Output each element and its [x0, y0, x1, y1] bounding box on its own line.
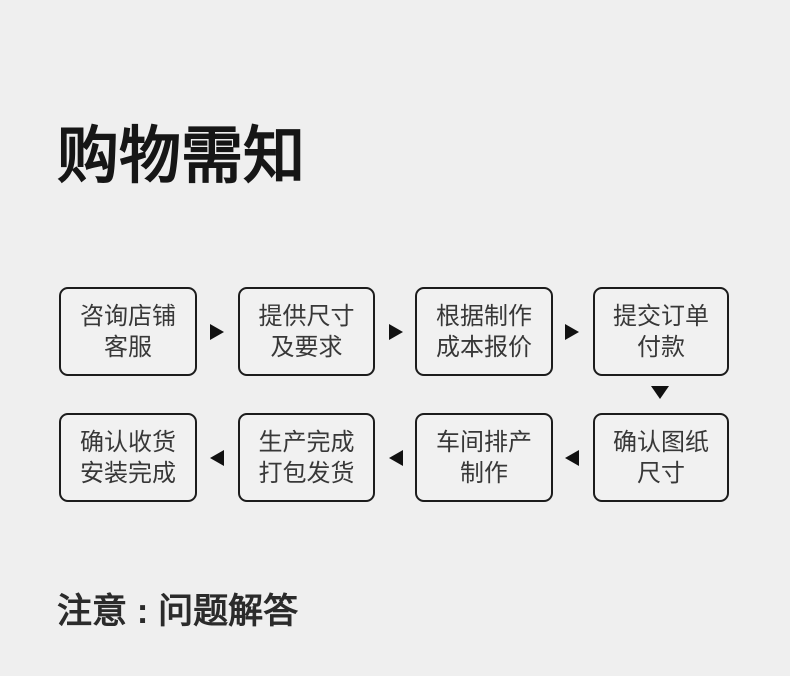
flow-step-text: 提交订单 付款	[613, 301, 709, 363]
flow-step-line1: 车间排产	[436, 428, 532, 456]
flow-step-line1: 咨询店铺	[80, 302, 176, 330]
arrow-left-icon	[210, 450, 224, 466]
flow-step-line2: 及要求	[270, 333, 343, 361]
flow-step-line2: 付款	[637, 333, 685, 361]
flow-step-receive-install: 确认收货 安装完成	[59, 413, 197, 502]
flow-step-text: 提供尺寸 及要求	[259, 301, 355, 363]
flow-step-workshop-produce: 车间排产 制作	[415, 413, 553, 502]
flow-step-text: 确认图纸 尺寸	[613, 427, 709, 489]
flow-step-consult: 咨询店铺 客服	[59, 287, 197, 376]
flow-step-line1: 生产完成	[258, 428, 355, 456]
flow-step-pack-ship: 生产完成 打包发货	[238, 413, 375, 502]
flow-step-text: 车间排产 制作	[436, 427, 532, 489]
flow-step-line1: 提交订单	[613, 302, 709, 330]
flow-step-line2: 安装完成	[80, 459, 176, 487]
flow-step-line1: 确认图纸	[613, 428, 709, 456]
flow-step-confirm-drawing: 确认图纸 尺寸	[593, 413, 729, 502]
flow-step-line2: 客服	[104, 333, 152, 361]
flow-step-line2: 打包发货	[258, 459, 355, 487]
note-text: 注意 : 问题解答	[57, 592, 299, 631]
flow-step-line2: 尺寸	[637, 459, 685, 487]
flow-step-provide-size: 提供尺寸 及要求	[238, 287, 375, 376]
flow-step-line1: 提供尺寸	[258, 302, 355, 330]
flow-step-line1: 确认收货	[80, 428, 176, 456]
flow-step-quote: 根据制作 成本报价	[415, 287, 553, 376]
arrow-right-icon	[389, 324, 403, 340]
flow-step-text: 生产完成 打包发货	[259, 427, 355, 489]
arrow-right-icon	[565, 324, 579, 340]
flow-step-line1: 根据制作	[436, 302, 532, 330]
flow-step-line2: 制作	[460, 459, 508, 487]
flow-step-text: 根据制作 成本报价	[436, 301, 532, 363]
arrow-left-icon	[565, 450, 579, 466]
page-title: 购物需知	[57, 122, 306, 191]
arrow-down-icon	[651, 386, 669, 399]
flow-step-line2: 成本报价	[436, 333, 532, 361]
flow-step-submit-order: 提交订单 付款	[593, 287, 729, 376]
arrow-right-icon	[210, 324, 224, 340]
flow-step-text: 确认收货 安装完成	[80, 427, 176, 489]
arrow-left-icon	[389, 450, 403, 466]
flow-step-text: 咨询店铺 客服	[80, 301, 176, 363]
